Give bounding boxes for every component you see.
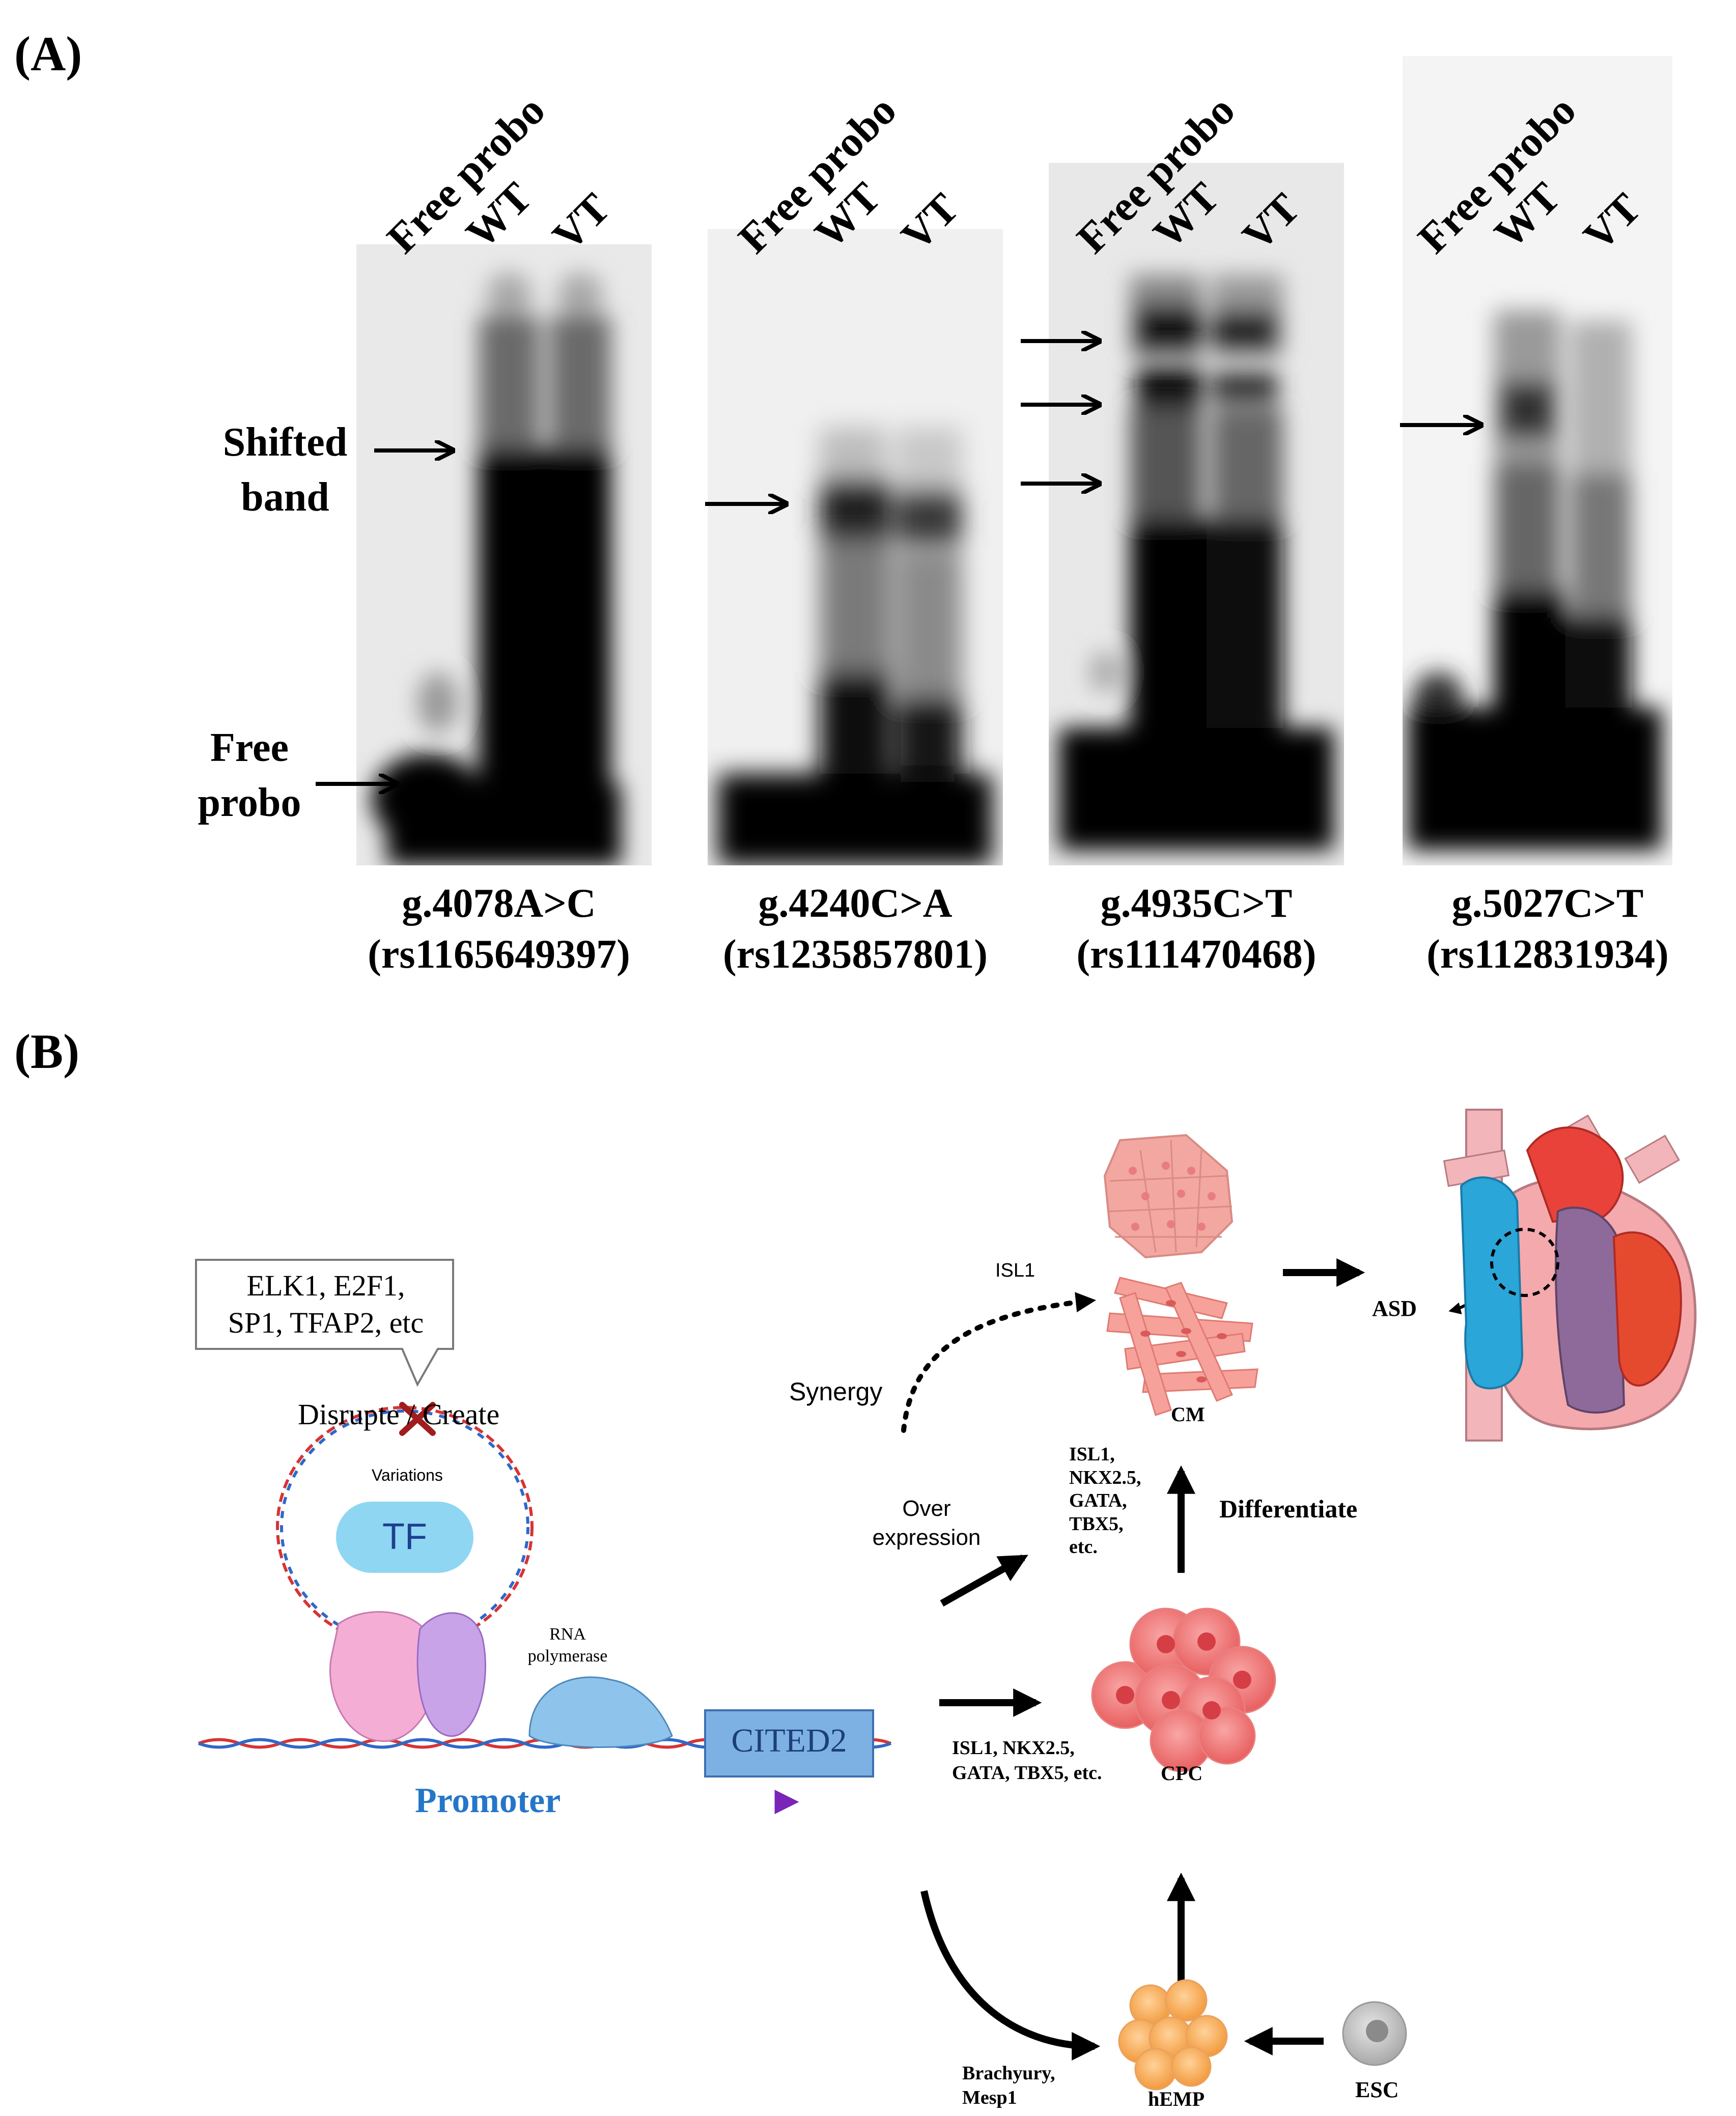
protein-purple <box>416 1612 486 1737</box>
variations-label: Variations <box>372 1466 443 1484</box>
rna-polymerase-shape <box>528 1676 673 1748</box>
synergy-label: Synergy <box>789 1377 883 1406</box>
arrow-to-hemp <box>920 1890 1101 2061</box>
disrupt-create-label: Disrupte / Create <box>298 1398 500 1431</box>
cm-label: CM <box>1171 1403 1205 1426</box>
variant-name-4: g.5027C>T <box>1451 881 1644 926</box>
tf-pill <box>336 1502 473 1573</box>
cardiomyocyte-fibers-icon <box>1106 1277 1258 1416</box>
panel-a-label: (A) <box>14 26 82 81</box>
variant-rsid-2: (rs1235857801) <box>723 932 988 977</box>
rna-polymerase-label: RNA polymerase <box>527 1625 608 1666</box>
protein-pink <box>329 1611 438 1742</box>
asd-label: ASD <box>1372 1296 1417 1321</box>
variant-name-2: g.4240C>A <box>758 881 953 926</box>
variant-label-4: g.5027C>T (rs112831934) <box>1375 878 1721 980</box>
variant-label-2: g.4240C>A (rs1235857801) <box>682 878 1028 980</box>
cpc-markers-label: ISL1, NKX2.5, GATA, TBX5, etc. <box>952 1737 1102 1784</box>
shifted-band-label: Shifted band <box>209 415 361 525</box>
over-expression-label: Over expression <box>872 1496 981 1550</box>
cm-cluster-icon <box>1103 1134 1234 1259</box>
variant-rsid-3: (rs111470468) <box>1076 932 1317 977</box>
cpc-label: CPC <box>1161 1762 1203 1785</box>
gel-image-4 <box>1403 56 1672 865</box>
cited2-box <box>704 1709 874 1778</box>
arrow-synergy <box>901 1292 1096 1433</box>
variant-name-3: g.4935C>T <box>1100 881 1293 926</box>
gel-image-3 <box>1049 163 1344 865</box>
gel-image-1 <box>356 244 652 865</box>
isl1-top-label: ISL1 <box>995 1260 1035 1281</box>
heart-illustration-icon <box>1443 1109 1697 1442</box>
panel-b-diagram <box>195 1109 1697 2091</box>
esc-label: ESC <box>1355 2077 1399 2102</box>
panel-a-arrows <box>316 0 1736 916</box>
variant-rsid-4: (rs112831934) <box>1426 932 1669 977</box>
differentiate-label: Differentiate <box>1219 1494 1358 1523</box>
panel-b-label: (B) <box>14 1024 79 1079</box>
arrow-overexpression <box>940 1554 1028 1607</box>
gel-image-2 <box>708 163 1003 865</box>
variant-rsid-1: (rs1165649397) <box>368 932 630 977</box>
free-probo-text: Free probo <box>198 725 301 825</box>
shifted-band-text: Shifted band <box>222 420 348 520</box>
tf-callout-box <box>195 1259 454 1387</box>
hemp-markers-label: Brachyury, Mesp1 <box>962 2063 1055 2108</box>
variant-name-1: g.4078A>C <box>402 881 596 926</box>
variant-label-1: g.4078A>C (rs1165649397) <box>326 878 672 980</box>
variant-label-3: g.4935C>T (rs111470468) <box>1023 878 1369 980</box>
promoter-label: Promoter <box>415 1781 561 1820</box>
hemp-cluster-icon <box>1118 1979 1228 2091</box>
tf-callout-text: ELK1, E2F1, SP1, TFAP2, etc <box>228 1269 424 1339</box>
tf-label: TF <box>382 1516 427 1557</box>
hemp-label: hEMP <box>1148 2087 1205 2110</box>
cited2-label: CITED2 <box>731 1722 847 1759</box>
free-probo-label: Free probo <box>173 720 326 830</box>
cm-markers-label: ISL1, NKX2.5, GATA, TBX5, etc. <box>1069 1444 1141 1558</box>
disrupt-x-icon <box>399 1402 436 1436</box>
esc-cell-icon <box>1342 2001 1407 2066</box>
